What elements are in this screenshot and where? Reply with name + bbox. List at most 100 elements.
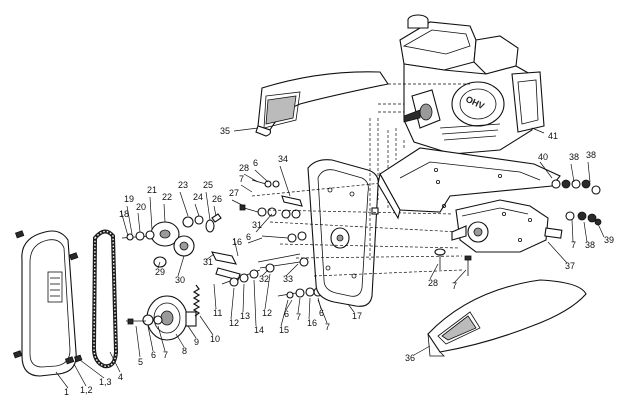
leader-line bbox=[194, 203, 200, 217]
callout-c12: 1,2 bbox=[80, 385, 93, 395]
leader-line bbox=[297, 297, 301, 314]
leader-line bbox=[547, 241, 568, 264]
leader-line bbox=[597, 223, 605, 238]
drive-belt bbox=[91, 229, 119, 369]
callout-c11: 11 bbox=[213, 308, 222, 318]
bottom-cover bbox=[427, 279, 587, 357]
leader-line bbox=[149, 196, 153, 231]
leader-line bbox=[230, 287, 235, 320]
leader-line bbox=[135, 325, 141, 358]
leader-line bbox=[73, 363, 87, 387]
callout-c27: 27 bbox=[229, 188, 239, 198]
leader-line bbox=[240, 184, 253, 193]
leader-line bbox=[453, 269, 467, 284]
callout-c19: 19 bbox=[124, 194, 134, 204]
callout-c7e: 7 bbox=[571, 240, 576, 250]
engine-fins bbox=[439, 123, 501, 141]
callout-c7b: 7 bbox=[296, 312, 301, 322]
callout-c29: 29 bbox=[155, 267, 165, 277]
callout-c34: 34 bbox=[278, 154, 288, 164]
callout-c22: 22 bbox=[162, 192, 172, 202]
callout-c39: 39 bbox=[604, 235, 614, 245]
leader-line bbox=[531, 127, 545, 134]
callout-c28a: 28 bbox=[239, 163, 249, 173]
callout-c7c: 7 bbox=[325, 322, 330, 332]
leader-line bbox=[285, 299, 293, 311]
callout-c6a: 6 bbox=[151, 350, 156, 360]
leader-line bbox=[109, 351, 121, 373]
callout-c41: 41 bbox=[548, 131, 558, 141]
leader-line bbox=[264, 273, 271, 310]
lower-bolts bbox=[434, 248, 472, 276]
leader-line bbox=[587, 161, 591, 183]
callout-c7a: 7 bbox=[163, 350, 168, 360]
leader-line bbox=[243, 173, 259, 183]
callout-c7d: 7 bbox=[239, 174, 244, 184]
leader-line bbox=[280, 299, 289, 327]
leader-line bbox=[285, 263, 299, 277]
callout-c20: 20 bbox=[136, 202, 146, 212]
leader-line bbox=[231, 199, 245, 207]
callout-c14: 14 bbox=[254, 325, 264, 335]
leader-line bbox=[205, 191, 211, 221]
leader-line bbox=[199, 315, 214, 336]
callout-c38c: 38 bbox=[585, 240, 595, 250]
leader-line bbox=[175, 333, 185, 348]
mid-hardware bbox=[239, 179, 323, 299]
leader-line bbox=[308, 297, 311, 320]
leader-line bbox=[213, 205, 217, 217]
callout-c38a: 38 bbox=[569, 152, 579, 162]
callout-c24: 24 bbox=[193, 192, 203, 202]
leader-line bbox=[79, 359, 105, 379]
leader-line bbox=[137, 212, 141, 233]
callout-c28b: 28 bbox=[428, 278, 438, 288]
leader-line bbox=[254, 169, 269, 183]
right-hardware bbox=[551, 179, 602, 226]
leader-line bbox=[126, 205, 133, 235]
callout-c6d: 6 bbox=[253, 158, 258, 168]
leader-line bbox=[429, 263, 439, 280]
callout-c17: 17 bbox=[352, 311, 362, 321]
callout-c1: 1 bbox=[64, 387, 69, 397]
leader-line bbox=[583, 221, 588, 243]
leader-line bbox=[539, 161, 553, 179]
callout-c6e: 6 bbox=[246, 232, 251, 242]
leader-line bbox=[279, 165, 291, 197]
leader-line bbox=[233, 237, 239, 257]
callout-c18: 18 bbox=[119, 209, 129, 219]
leader-line bbox=[247, 237, 263, 244]
leader-line bbox=[347, 303, 355, 313]
leader-line bbox=[213, 283, 217, 310]
assembly-guide-lines bbox=[251, 83, 470, 277]
callout-c6b: 6 bbox=[284, 309, 289, 319]
callout-c8: 8 bbox=[182, 346, 187, 356]
callout-c33: 33 bbox=[283, 274, 293, 284]
callout-c25: 25 bbox=[203, 180, 213, 190]
leader-line bbox=[163, 203, 166, 223]
engine: OHV bbox=[399, 14, 545, 155]
front-belt-cover bbox=[21, 230, 77, 377]
callout-c7f: 7 bbox=[452, 281, 457, 291]
callout-c16b: 16 bbox=[232, 237, 242, 247]
callout-c15: 15 bbox=[279, 325, 289, 335]
leader-line bbox=[157, 325, 166, 352]
leader-line bbox=[413, 345, 431, 356]
leader-line bbox=[571, 219, 574, 243]
callout-c21: 21 bbox=[147, 185, 157, 195]
lower-pulley bbox=[126, 295, 197, 341]
leader-line bbox=[255, 213, 273, 233]
leader-line bbox=[179, 191, 189, 217]
transmission bbox=[451, 199, 563, 253]
leader-line bbox=[253, 279, 257, 327]
leader-line bbox=[157, 261, 161, 269]
leader-line bbox=[261, 269, 269, 277]
callout-c9: 9 bbox=[194, 337, 199, 347]
callout-c13b: 13 bbox=[240, 311, 250, 321]
callout-c10: 10 bbox=[210, 334, 220, 344]
cover-screws bbox=[12, 230, 83, 365]
callout-c6c: 6 bbox=[319, 308, 324, 318]
callout-c13: 1,3 bbox=[99, 377, 112, 387]
callout-c23: 23 bbox=[178, 180, 188, 190]
